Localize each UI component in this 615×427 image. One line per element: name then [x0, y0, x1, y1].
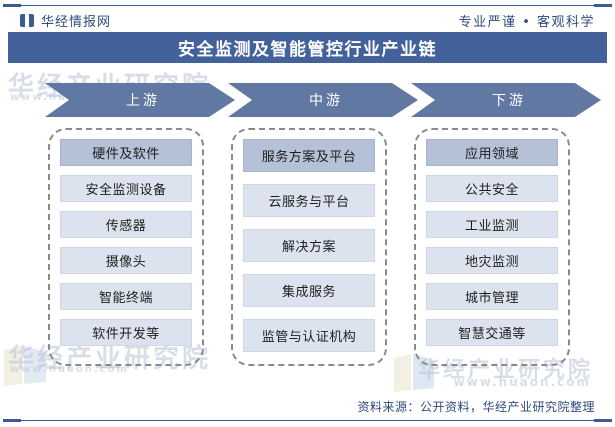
- list-item[interactable]: 城市管理: [426, 283, 558, 310]
- stage-column-midstream: 服务方案及平台 云服务与平台 解决方案 集成服务 监管与认证机构: [231, 128, 387, 366]
- stage-arrow-row: 上游 中游 下游: [0, 83, 615, 119]
- book-icon: [20, 14, 34, 27]
- stage-arrow-upstream-label: 上游: [126, 93, 160, 109]
- page-title: 安全监测及智能管控行业产业链: [178, 40, 437, 60]
- brand-tagline: 专业严谨 • 客观科学: [458, 15, 595, 30]
- top-divider-cap-left: [3, 4, 21, 7]
- stage-head-upstream[interactable]: 硬件及软件: [60, 139, 192, 166]
- list-item[interactable]: 工业监测: [426, 211, 558, 238]
- brand-bar: 华经情报网 专业严谨 • 客观科学: [0, 8, 615, 33]
- stage-column-upstream: 硬件及软件 安全监测设备 传感器 摄像头 智能终端 软件开发等: [48, 128, 204, 366]
- list-item[interactable]: 智慧交通等: [426, 319, 558, 346]
- list-item[interactable]: 云服务与平台: [243, 184, 375, 217]
- stage-arrow-upstream[interactable]: 上游: [45, 83, 235, 117]
- bottom-divider-cap-left: [3, 419, 21, 422]
- stage-arrow-downstream-label: 下游: [492, 93, 526, 109]
- list-item[interactable]: 集成服务: [243, 274, 375, 307]
- list-item[interactable]: 地灾监测: [426, 247, 558, 274]
- stage-arrow-midstream[interactable]: 中游: [228, 83, 418, 117]
- brand-name: 华经情报网: [41, 15, 112, 30]
- top-divider-cap-right: [594, 4, 612, 7]
- stage-head-midstream[interactable]: 服务方案及平台: [243, 139, 375, 172]
- top-divider: [0, 4, 615, 7]
- brand-logo[interactable]: 华经情报网: [20, 11, 111, 30]
- bottom-divider-cap-right: [594, 419, 612, 422]
- source-note: 资料来源：公开资料，华经产业研究院整理: [357, 400, 595, 414]
- stage-columns: 硬件及软件 安全监测设备 传感器 摄像头 智能终端 软件开发等 服务方案及平台 …: [0, 128, 615, 368]
- list-item[interactable]: 智能终端: [60, 283, 192, 310]
- list-item[interactable]: 公共安全: [426, 175, 558, 202]
- list-item[interactable]: 传感器: [60, 211, 192, 238]
- list-item[interactable]: 摄像头: [60, 247, 192, 274]
- top-divider-line: [18, 5, 597, 6]
- bottom-divider: [0, 419, 615, 422]
- list-item[interactable]: 安全监测设备: [60, 175, 192, 202]
- list-item[interactable]: 监管与认证机构: [243, 319, 375, 352]
- stage-column-downstream: 应用领域 公共安全 工业监测 地灾监测 城市管理 智慧交通等: [414, 128, 570, 366]
- stage-arrow-midstream-label: 中游: [309, 93, 343, 109]
- list-item[interactable]: 软件开发等: [60, 319, 192, 346]
- bottom-divider-line: [18, 420, 597, 421]
- stage-arrow-downstream[interactable]: 下游: [411, 83, 601, 117]
- watermark-site-bottom-right: www.huaon.com: [453, 375, 591, 389]
- stage-head-downstream[interactable]: 应用领域: [426, 139, 558, 166]
- chart-title-band: 安全监测及智能管控行业产业链: [8, 32, 607, 63]
- list-item[interactable]: 解决方案: [243, 229, 375, 262]
